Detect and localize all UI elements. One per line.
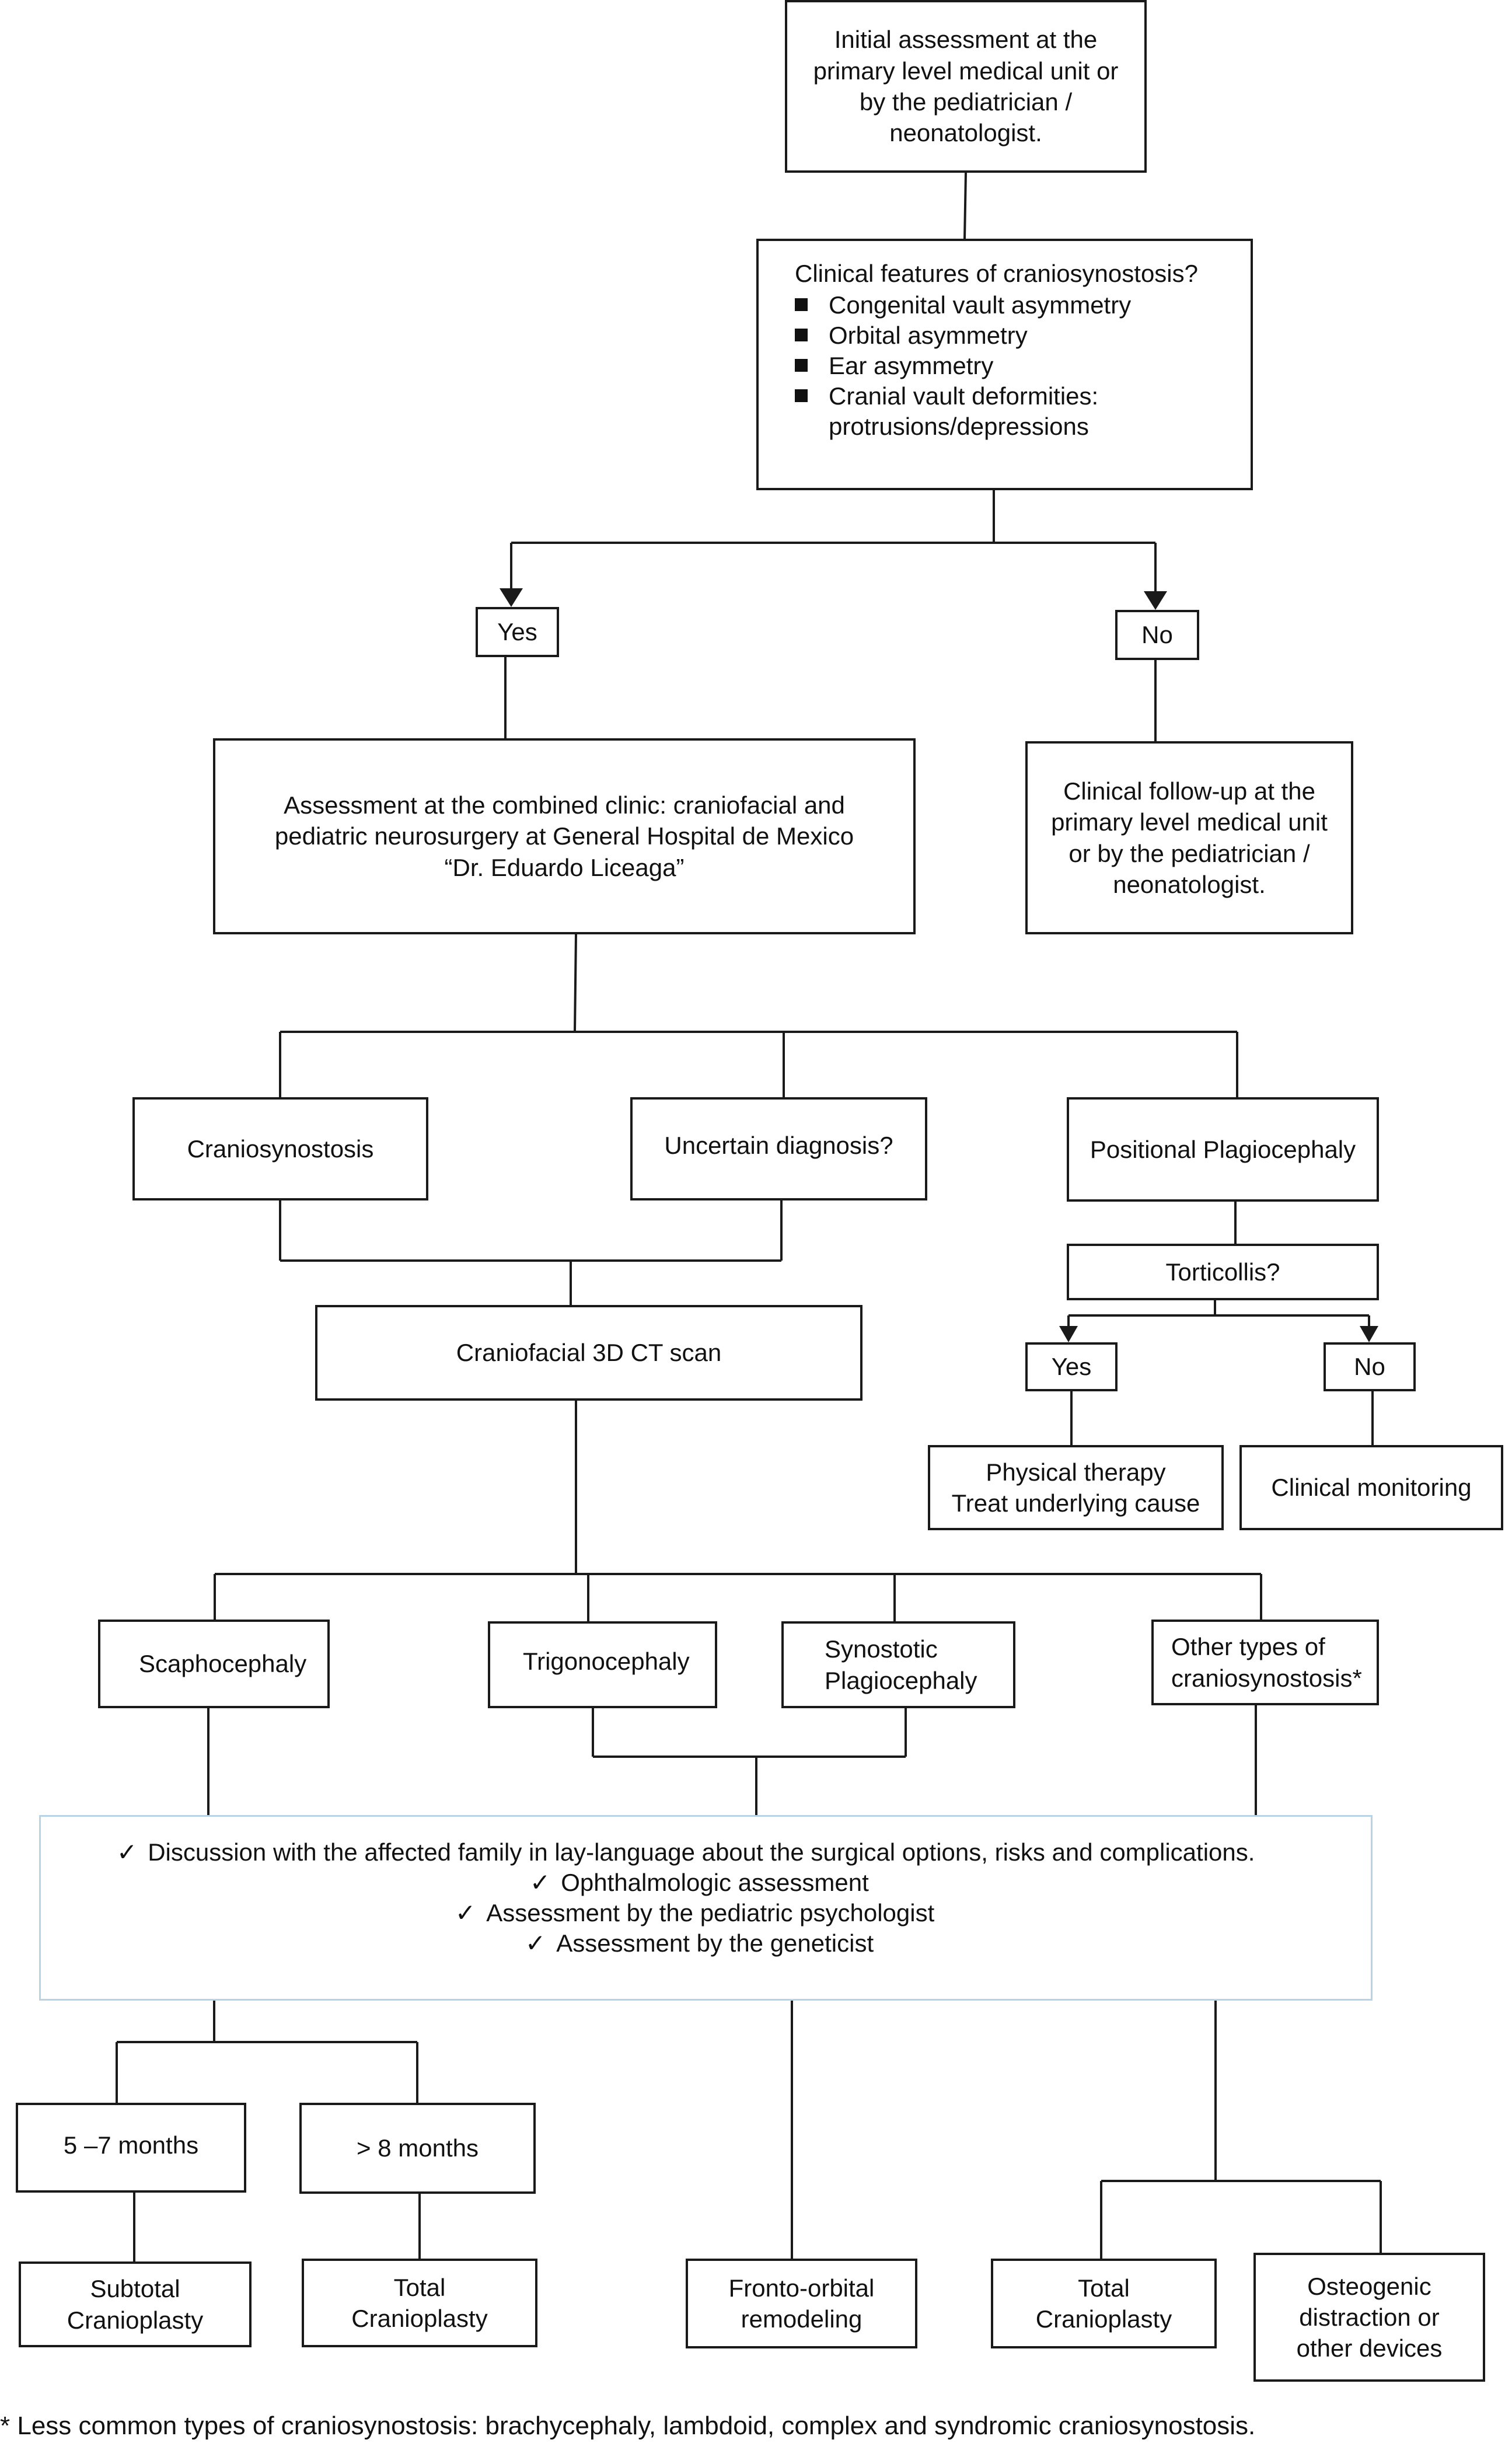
square-bullet-icon <box>795 389 808 402</box>
combined-clinic-node: Assessment at the combined clinic: crani… <box>213 738 916 934</box>
no-node-1: No <box>1115 610 1199 660</box>
scaphocephaly-node: Scaphocephaly <box>98 1620 330 1708</box>
months-5-7-node: 5 –7 months <box>16 2103 246 2193</box>
other-types-node: Other types of craniosynostosis* <box>1151 1620 1379 1705</box>
clinical-features-list: Congenital vault asymmetry Orbital asymm… <box>795 290 1155 442</box>
total-cranioplasty-node-1: Total Cranioplasty <box>302 2259 537 2347</box>
torticollis-node: Torticollis? <box>1067 1244 1379 1300</box>
square-bullet-icon <box>795 359 808 372</box>
square-bullet-icon <box>795 329 808 341</box>
square-bullet-icon <box>795 298 808 311</box>
osteogenic-distraction-node: Osteogenic distraction or other devices <box>1253 2253 1485 2382</box>
discussion-item-ophthalmologic: ✓Ophthalmologic assessment <box>530 1869 869 1896</box>
initial-assessment-node: Initial assessment at the primary level … <box>785 0 1147 173</box>
clinical-features-node: Clinical features of craniosynostosis? C… <box>756 239 1253 490</box>
no-node-2: No <box>1324 1342 1416 1391</box>
combined-clinic-text: Assessment at the combined clinic: crani… <box>274 791 854 881</box>
clinical-features-question: Clinical features of craniosynostosis? <box>795 260 1198 287</box>
ct-scan-node: Craniofacial 3D CT scan <box>315 1305 862 1401</box>
checkmark-icon: ✓ <box>525 1929 546 1957</box>
physical-therapy-line-1: Physical therapy <box>986 1458 1166 1486</box>
subtotal-cranioplasty-node: Subtotal Cranioplasty <box>19 2261 252 2347</box>
yes-node-2: Yes <box>1025 1342 1118 1391</box>
checkmark-icon: ✓ <box>455 1899 476 1927</box>
total-cranioplasty-node-2: Total Cranioplasty <box>991 2259 1217 2348</box>
trigonocephaly-node: Trigonocephaly <box>488 1621 717 1708</box>
discussion-item-family: ✓Discussion with the affected family in … <box>117 1838 1255 1866</box>
discussion-item-psychologist: ✓Assessment by the pediatric psychologis… <box>455 1899 935 1927</box>
fronto-orbital-node: Fronto-orbital remodeling <box>686 2259 917 2348</box>
positional-plagiocephaly-node: Positional Plagiocephaly <box>1067 1097 1379 1202</box>
months-8-node: > 8 months <box>299 2103 536 2194</box>
clinical-feature-item: Orbital asymmetry <box>795 320 1155 351</box>
initial-assessment-text: Initial assessment at the primary level … <box>813 26 1119 147</box>
physical-therapy-node: Physical therapy Treat underlying cause <box>928 1445 1224 1530</box>
clinical-feature-item: Cranial vault deformities: protrusions/d… <box>795 381 1155 442</box>
discussion-item-geneticist: ✓Assessment by the geneticist <box>525 1929 874 1957</box>
checkmark-icon: ✓ <box>530 1869 551 1896</box>
yes-node-1: Yes <box>476 607 559 657</box>
footnote: * Less common types of craniosynostosis:… <box>0 2411 1256 2440</box>
synostotic-plagiocephaly-node: Synostotic Plagiocephaly <box>781 1621 1015 1708</box>
uncertain-diagnosis-node: Uncertain diagnosis? <box>630 1097 927 1200</box>
clinical-feature-item: Congenital vault asymmetry <box>795 290 1155 320</box>
discussion-panel: ✓Discussion with the affected family in … <box>39 1815 1373 2001</box>
clinical-followup-text: Clinical follow-up at the primary level … <box>1051 777 1328 898</box>
clinical-followup-node: Clinical follow-up at the primary level … <box>1025 741 1353 934</box>
clinical-monitoring-node: Clinical monitoring <box>1239 1445 1503 1530</box>
checkmark-icon: ✓ <box>117 1838 138 1866</box>
physical-therapy-line-2: Treat underlying cause <box>951 1489 1200 1517</box>
craniosynostosis-node: Craniosynostosis <box>132 1097 428 1200</box>
clinical-feature-item: Ear asymmetry <box>795 351 1155 381</box>
